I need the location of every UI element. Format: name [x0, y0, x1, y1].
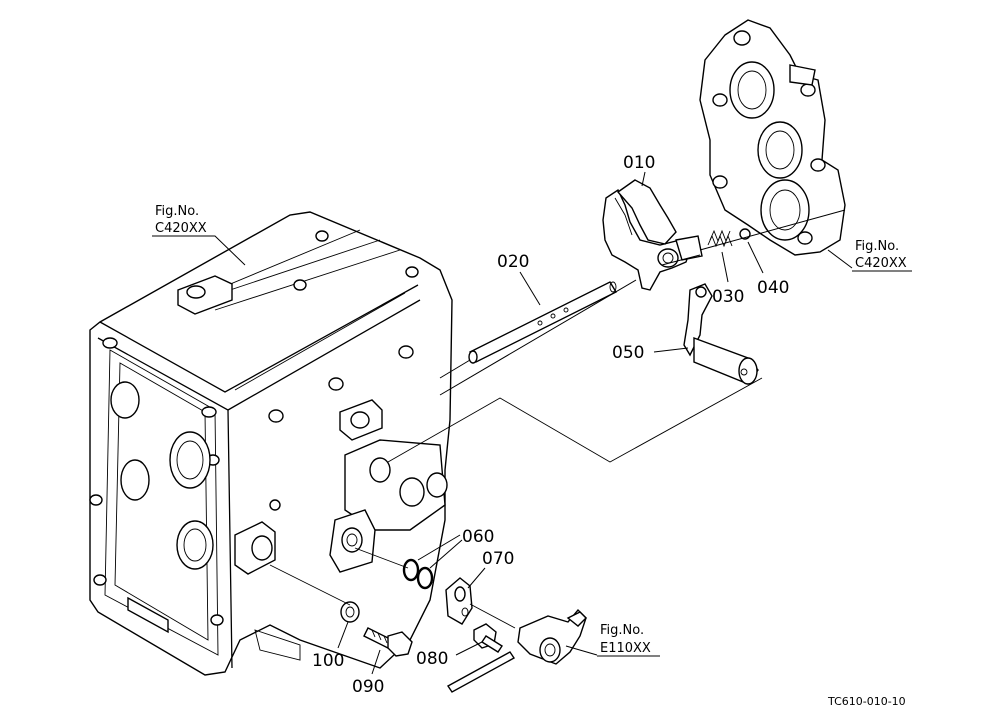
shift-arm: [683, 283, 759, 385]
callout-080: 080: [416, 649, 448, 669]
callout-040-leader: [747, 241, 764, 274]
shaft-projection-line: [387, 377, 763, 463]
callout-070-leader: [467, 567, 486, 589]
callout-020-leader: [519, 271, 541, 306]
detent-spring: [707, 229, 733, 248]
callout-030: 030: [712, 287, 744, 307]
callout-070: 070: [482, 549, 514, 569]
lever-clamp: [517, 608, 587, 665]
stopper-plate: [445, 577, 473, 625]
callout-010: 010: [623, 153, 655, 173]
callout-030-leader: [721, 251, 729, 283]
callout-040: 040: [757, 278, 789, 298]
fig-ref-left-line2: C420XX: [155, 221, 207, 236]
fig-ref-bottom-line1: Fig.No.: [600, 623, 644, 638]
rod-axis-line: [439, 359, 471, 379]
callout-100: 100: [312, 651, 344, 671]
callout-020: 020: [497, 252, 529, 272]
drawing-code: TC610-010-10: [827, 695, 906, 708]
shift-fork: [602, 179, 703, 291]
callout-060-leader-b: [429, 539, 463, 569]
fig-ref-left-leader: [152, 235, 246, 266]
callout-050-leader: [653, 347, 689, 353]
fig-ref-right-line2: C420XX: [855, 256, 907, 271]
fig-ref-left-line1: Fig.No.: [155, 204, 199, 219]
callout-050: 050: [612, 343, 644, 363]
transmission-case: [89, 211, 453, 676]
o-rings: [402, 558, 434, 590]
bolt-080: [473, 623, 503, 653]
fig-ref-right-line1: Fig.No.: [855, 239, 899, 254]
plate-axis-line: [469, 603, 516, 629]
callout-010-leader: [641, 171, 646, 187]
spring-axis-line: [699, 209, 846, 251]
fig-ref-bottom-leader: [565, 645, 598, 656]
fork-projection-line: [439, 279, 637, 396]
o-ring-axis-line: [354, 547, 409, 569]
fork-spring-axis: [661, 254, 701, 266]
callout-060: 060: [462, 527, 494, 547]
cover-plate: [699, 19, 846, 256]
callout-090: 090: [352, 677, 384, 697]
fig-ref-bottom-line2: E110XX: [600, 641, 651, 656]
bolt-090: [363, 627, 413, 657]
callout-090-leader: [371, 649, 381, 675]
shift-rod: [468, 281, 617, 364]
callout-060-leader-a: [417, 534, 461, 561]
callout-100-leader: [337, 621, 349, 649]
fig-ref-right-leader: [827, 249, 853, 269]
bolt-axis-line: [269, 564, 351, 606]
spring-pin: [446, 651, 516, 693]
callout-080-leader: [455, 641, 483, 656]
washer-100: [340, 601, 360, 623]
